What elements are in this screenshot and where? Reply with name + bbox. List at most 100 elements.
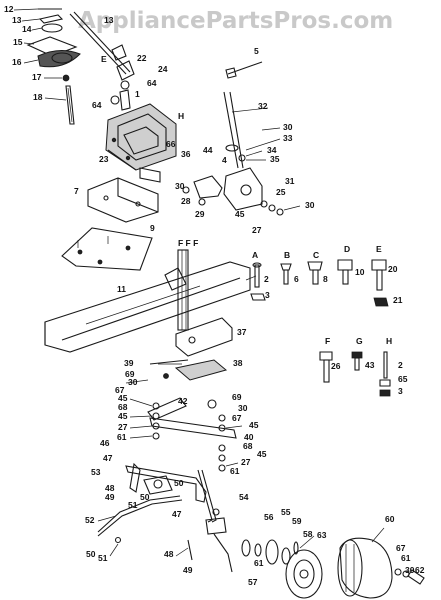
callout-61: 61 [230,466,240,476]
spindle-and-tie-rods [97,462,233,573]
callout-3: 3 [265,290,270,300]
callout-49: 49 [183,565,193,575]
letter-tag-c: C [313,250,319,260]
callout-61: 61 [254,558,264,568]
callout-68: 68 [118,402,128,412]
callout-3: 3 [398,386,403,396]
callout-48: 48 [164,549,174,559]
callout-67: 67 [396,543,406,553]
steering-console-bracket [105,103,177,183]
callout-21: 21 [393,295,403,305]
callout-49: 49 [105,492,115,502]
callout-10: 10 [355,267,365,277]
callout-31: 31 [285,176,295,186]
callout-45: 45 [118,393,128,403]
callout-20: 20 [388,264,398,274]
callout-1: 1 [135,89,140,99]
letter-tag-b: B [284,250,290,260]
callout-36: 36 [181,149,191,159]
pivot-bracket-38 [149,359,228,381]
callout-52: 52 [85,515,95,525]
callout-9: 9 [150,223,155,233]
callout-45: 45 [118,411,128,421]
callout-24: 24 [158,64,168,74]
callout-48: 48 [105,483,115,493]
callout-44: 44 [203,145,213,155]
callout-45: 45 [249,420,259,430]
callout-18: 18 [33,92,43,102]
callout-47: 47 [172,509,182,519]
letter-tag-a: A [252,250,258,260]
bolt-a [250,262,266,301]
callout-12: 12 [4,4,14,14]
callout-47: 47 [103,453,113,463]
callout-68: 68 [243,441,253,451]
callout-60: 60 [385,514,395,524]
callout-50: 50 [86,549,96,559]
steering-shaft [69,11,135,111]
callout-26: 26 [331,361,341,371]
letter-tag-f: F [325,336,330,346]
rod-5 [225,61,263,79]
callout-69: 69 [125,369,135,379]
callout-55: 55 [281,507,291,517]
callout-38: 38 [233,358,243,368]
callout-54: 54 [239,492,249,502]
callout-13: 13 [12,15,22,25]
callout-33: 33 [283,133,293,143]
callout-67: 67 [115,385,125,395]
callout-59: 59 [292,516,302,526]
callout-61: 61 [401,553,411,563]
callout-56: 56 [264,512,274,522]
bolt-h [379,351,391,397]
tractor-frame [44,249,251,353]
callout-15: 15 [13,37,23,47]
letter-tag-h: H [178,111,184,121]
callout-30: 30 [305,200,315,210]
callout-27: 27 [241,457,251,467]
callout-4: 4 [222,155,227,165]
callout-45: 45 [235,209,245,219]
hardware-bolts-a-e [250,259,389,307]
callout-53: 53 [91,467,101,477]
callout-65: 65 [398,374,408,384]
callout-69: 69 [232,392,242,402]
callout-50: 50 [140,492,150,502]
callout-39: 39 [124,358,134,368]
hardware-bolts-f-h [319,351,391,397]
callout-64: 64 [92,100,102,110]
callout-30: 30 [128,377,138,387]
front-axle [147,397,237,472]
callout-32: 32 [258,101,268,111]
callout-11: 11 [117,284,126,294]
callout-35: 35 [270,154,280,164]
callout-6: 6 [294,274,299,284]
callout-8: 8 [323,274,328,284]
callout-5: 5 [254,46,259,56]
callout-66: 66 [166,139,176,149]
bolt-c [307,261,323,285]
callout-25: 25 [276,187,286,197]
letter-tag-e: E [376,244,382,254]
callout-46: 46 [100,438,110,448]
callout-64: 64 [147,78,157,88]
callout-2: 2 [264,274,269,284]
callout-27: 27 [252,225,262,235]
callout-13: 13 [104,15,114,25]
callout-16: 16 [12,57,22,67]
callout-27: 27 [118,422,128,432]
pitman-arm [182,175,223,206]
callout-67: 67 [232,413,242,423]
steering-wheel-assembly [26,8,81,125]
callout-42: 42 [178,396,188,406]
bolt-g [351,351,363,371]
pivot-bracket-37 [175,317,233,357]
floor-plate [61,227,153,271]
callout-17: 17 [32,72,42,82]
callout-22: 22 [137,53,147,63]
callout-63: 63 [317,530,327,540]
mounting-bracket [87,177,159,223]
callout-23: 23 [99,154,109,164]
callout-34: 34 [267,145,277,155]
